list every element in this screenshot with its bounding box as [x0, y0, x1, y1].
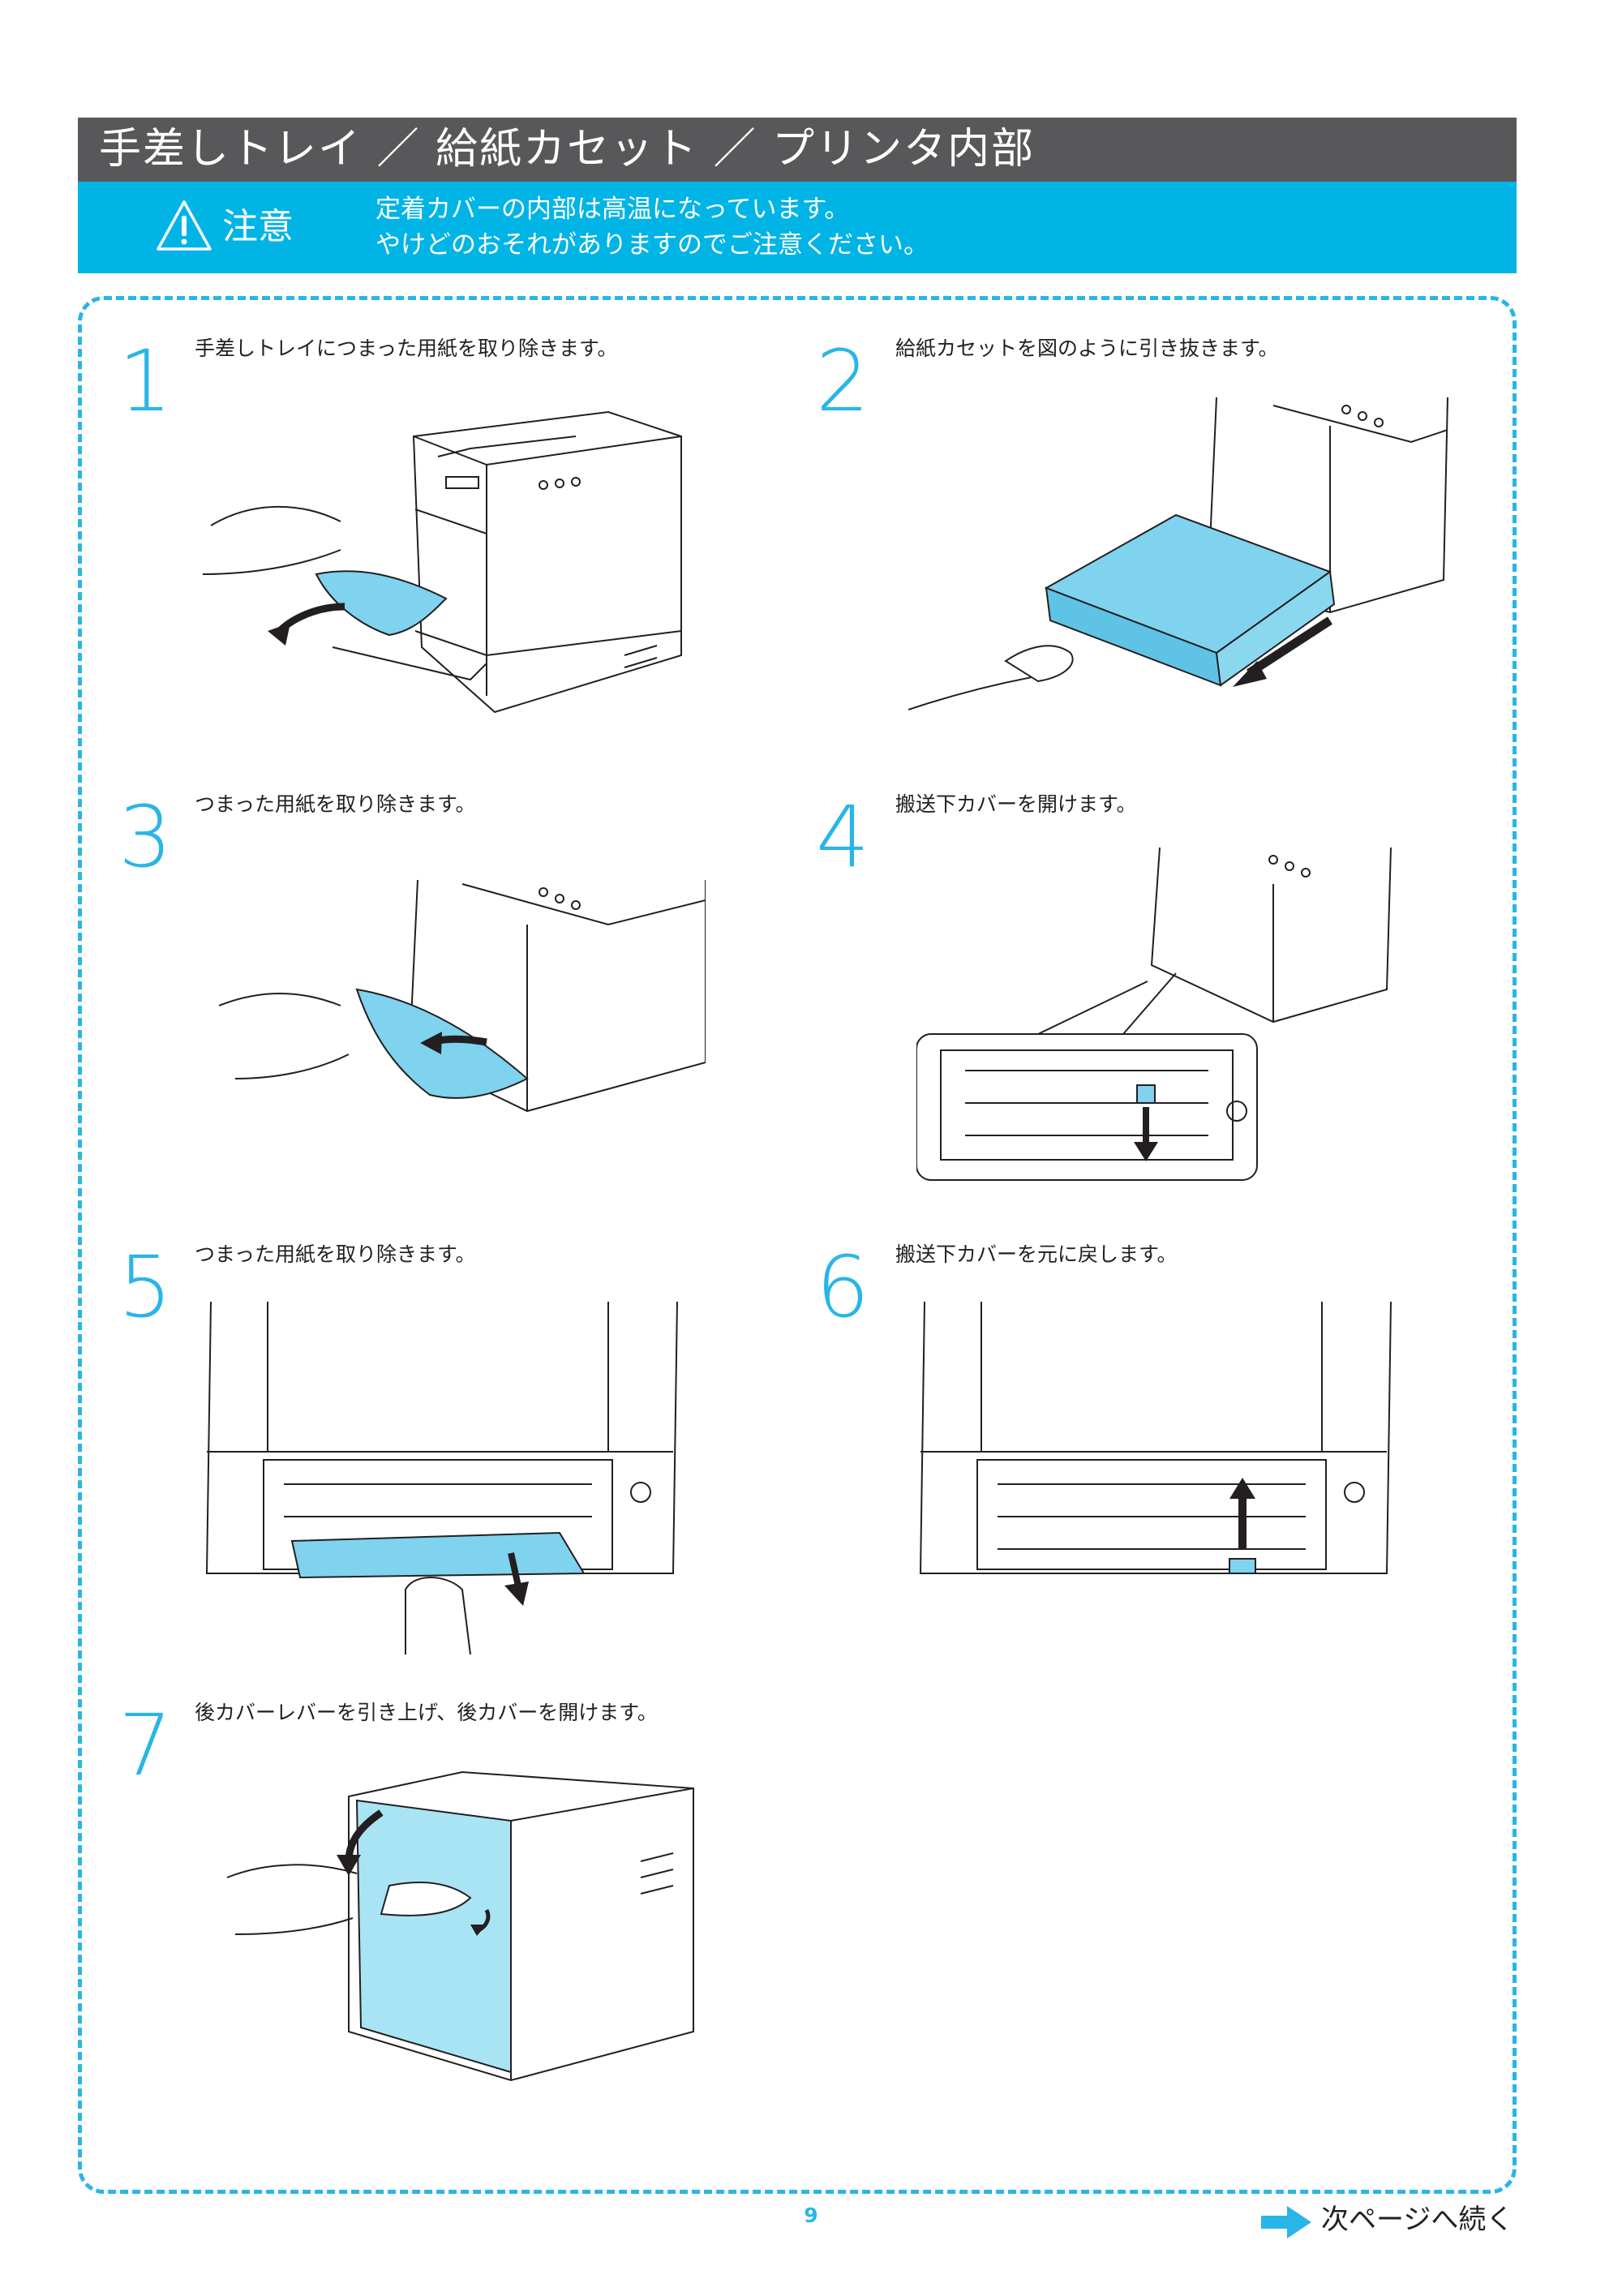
step-4-illustration: [916, 843, 1452, 1184]
step-5-illustration: [203, 1298, 689, 1654]
step-4-number: 4: [816, 788, 870, 886]
step-3-number: 3: [118, 788, 173, 886]
step-1-text: 手差しトレイにつまった用紙を取り除きます。: [195, 337, 618, 360]
continue-text: 次ページへ続く: [1321, 2204, 1514, 2236]
step-6-number: 6: [816, 1238, 870, 1337]
page-title: 手差しトレイ ／ 給紙カセット ／ プリンタ内部: [78, 118, 1517, 182]
step-1-illustration: [203, 388, 689, 728]
step-6-illustration: [916, 1298, 1403, 1581]
caution-label: 注意: [222, 206, 294, 247]
step-2-number: 2: [816, 332, 870, 431]
step-2-illustration: [908, 393, 1452, 734]
warning-triangle-icon: [155, 198, 213, 253]
caution-message: 定着カバーの内部は高温になっています。 やけどのおそれがありますのでご注意くださ…: [375, 191, 929, 263]
step-3-text: つまった用紙を取り除きます。: [195, 792, 476, 816]
caution-line: やけどのおそれがありますのでご注意ください。: [375, 230, 929, 260]
step-4-text: 搬送下カバーを開けます。: [895, 792, 1137, 816]
page-number: 9: [804, 2204, 818, 2227]
caution-line: 定着カバーの内部は高温になっています。: [375, 195, 850, 224]
step-5-text: つまった用紙を取り除きます。: [195, 1242, 476, 1266]
step-5-number: 5: [118, 1238, 173, 1337]
step-6-text: 搬送下カバーを元に戻します。: [895, 1242, 1178, 1266]
step-7-text: 後カバーレバーを引き上げ、後カバーを開けます。: [195, 1701, 658, 1724]
step-7-number: 7: [118, 1696, 173, 1795]
arrow-right-icon: [1261, 2206, 1311, 2238]
step-1-number: 1: [118, 332, 173, 431]
step-7-illustration: [219, 1764, 706, 2088]
caution-banner: 注意 定着カバーの内部は高温になっています。 やけどのおそれがありますのでご注意…: [78, 182, 1517, 273]
step-3-illustration: [219, 876, 706, 1144]
steps-frame: [78, 296, 1517, 2194]
step-2-text: 給紙カセットを図のように引き抜きます。: [895, 337, 1279, 360]
